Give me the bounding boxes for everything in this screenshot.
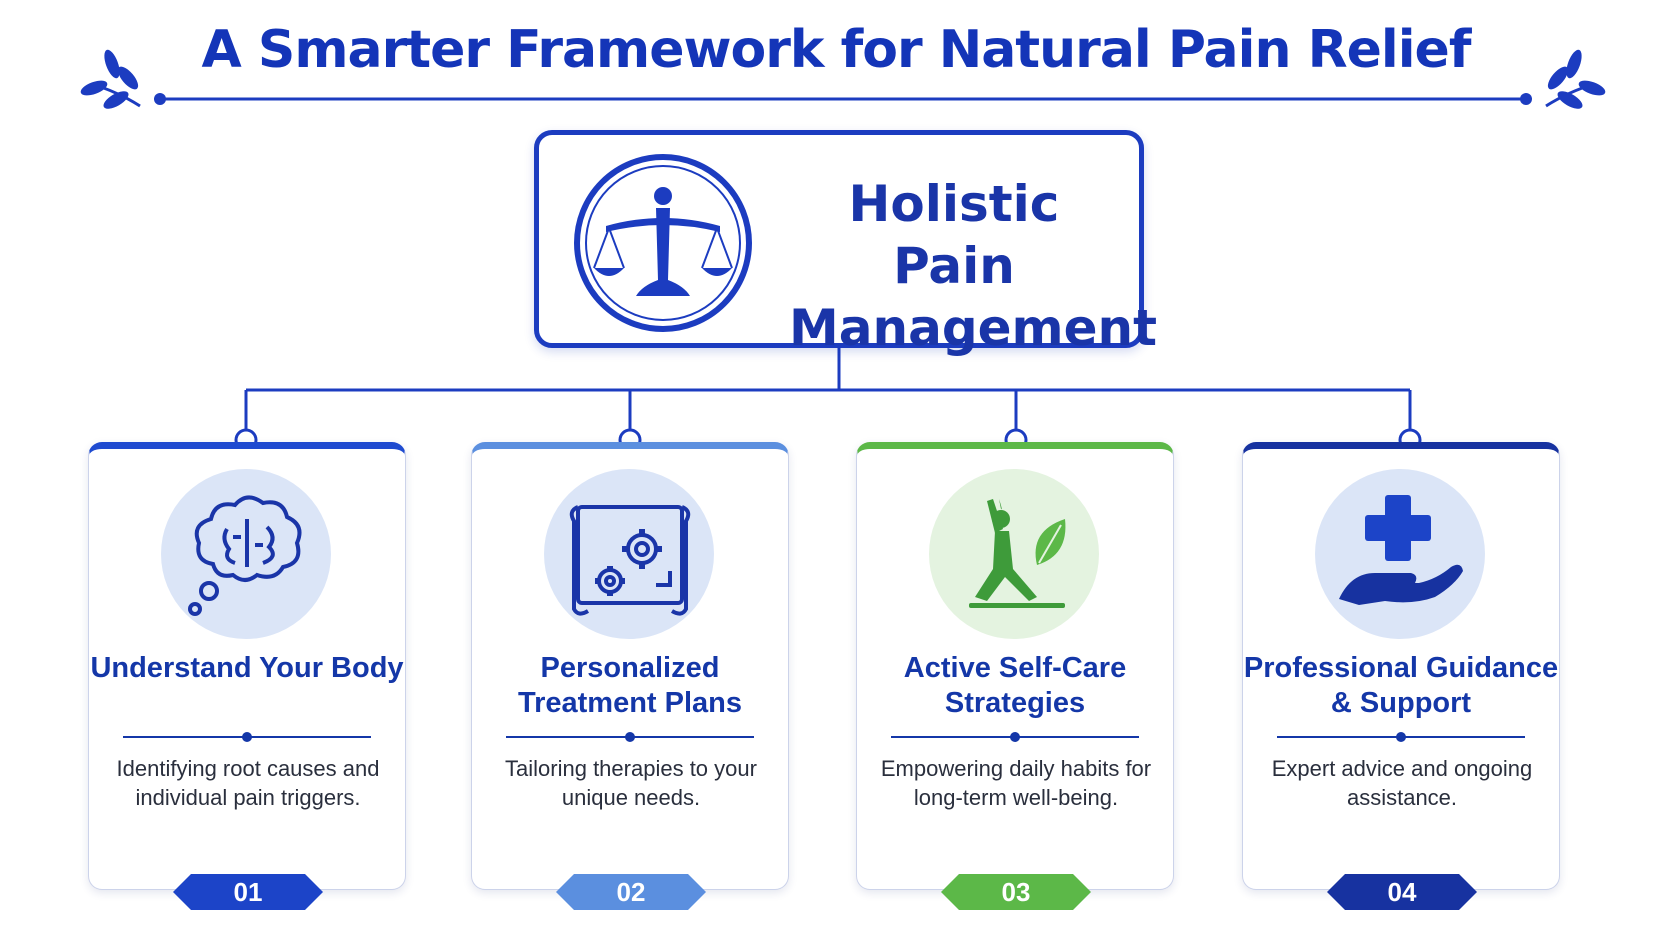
- step-badge: 01: [173, 874, 323, 910]
- step-badge: 03: [941, 874, 1091, 910]
- icon-circle: [544, 469, 714, 639]
- medical-cross-hand-icon: [1339, 495, 1463, 605]
- card-divider: [123, 732, 371, 742]
- card-understand-your-body: Understand Your Body Identifying root ca…: [88, 442, 406, 910]
- card-divider: [1277, 732, 1525, 742]
- brain-thought-icon: [188, 495, 302, 616]
- step-badge: 04: [1327, 874, 1477, 910]
- card-description: Empowering daily habits for long-term we…: [880, 756, 1152, 810]
- left-laurel-icon: [80, 49, 141, 109]
- balance-scale-icon: [574, 154, 752, 332]
- card-divider: [506, 732, 754, 742]
- card-personalized-treatment-plans: Personalized Treatment Plans Tailoring t…: [471, 442, 789, 910]
- right-laurel-icon: [1545, 49, 1606, 109]
- step-badge: 02: [556, 874, 706, 910]
- card-title: Professional Guidance & Support: [1243, 652, 1559, 719]
- central-title: Holistic Pain Management: [789, 175, 1158, 357]
- card-description: Tailoring therapies to your unique needs…: [505, 756, 757, 810]
- yoga-leaf-icon: [969, 499, 1066, 608]
- central-node: Holistic Pain Management: [534, 130, 1157, 357]
- page-title: A Smarter Framework for Natural Pain Rel…: [201, 20, 1472, 80]
- card-active-self-care-strategies: Active Self-Care Strategies Empowering d…: [856, 442, 1174, 910]
- card-description: Identifying root causes and individual p…: [116, 756, 380, 810]
- card-title: Personalized Treatment Plans: [517, 652, 743, 719]
- icon-circle: [1315, 469, 1485, 639]
- card-title: Understand Your Body: [90, 652, 404, 684]
- icon-circle: [929, 469, 1099, 639]
- card-divider: [891, 732, 1139, 742]
- card-title: Active Self-Care Strategies: [903, 652, 1127, 719]
- icon-circle: [161, 469, 331, 639]
- card-professional-guidance-support: Professional Guidance & Support Expert a…: [1242, 442, 1560, 910]
- card-description: Expert advice and ongoing assistance.: [1271, 756, 1533, 810]
- blueprint-gears-icon: [569, 505, 691, 616]
